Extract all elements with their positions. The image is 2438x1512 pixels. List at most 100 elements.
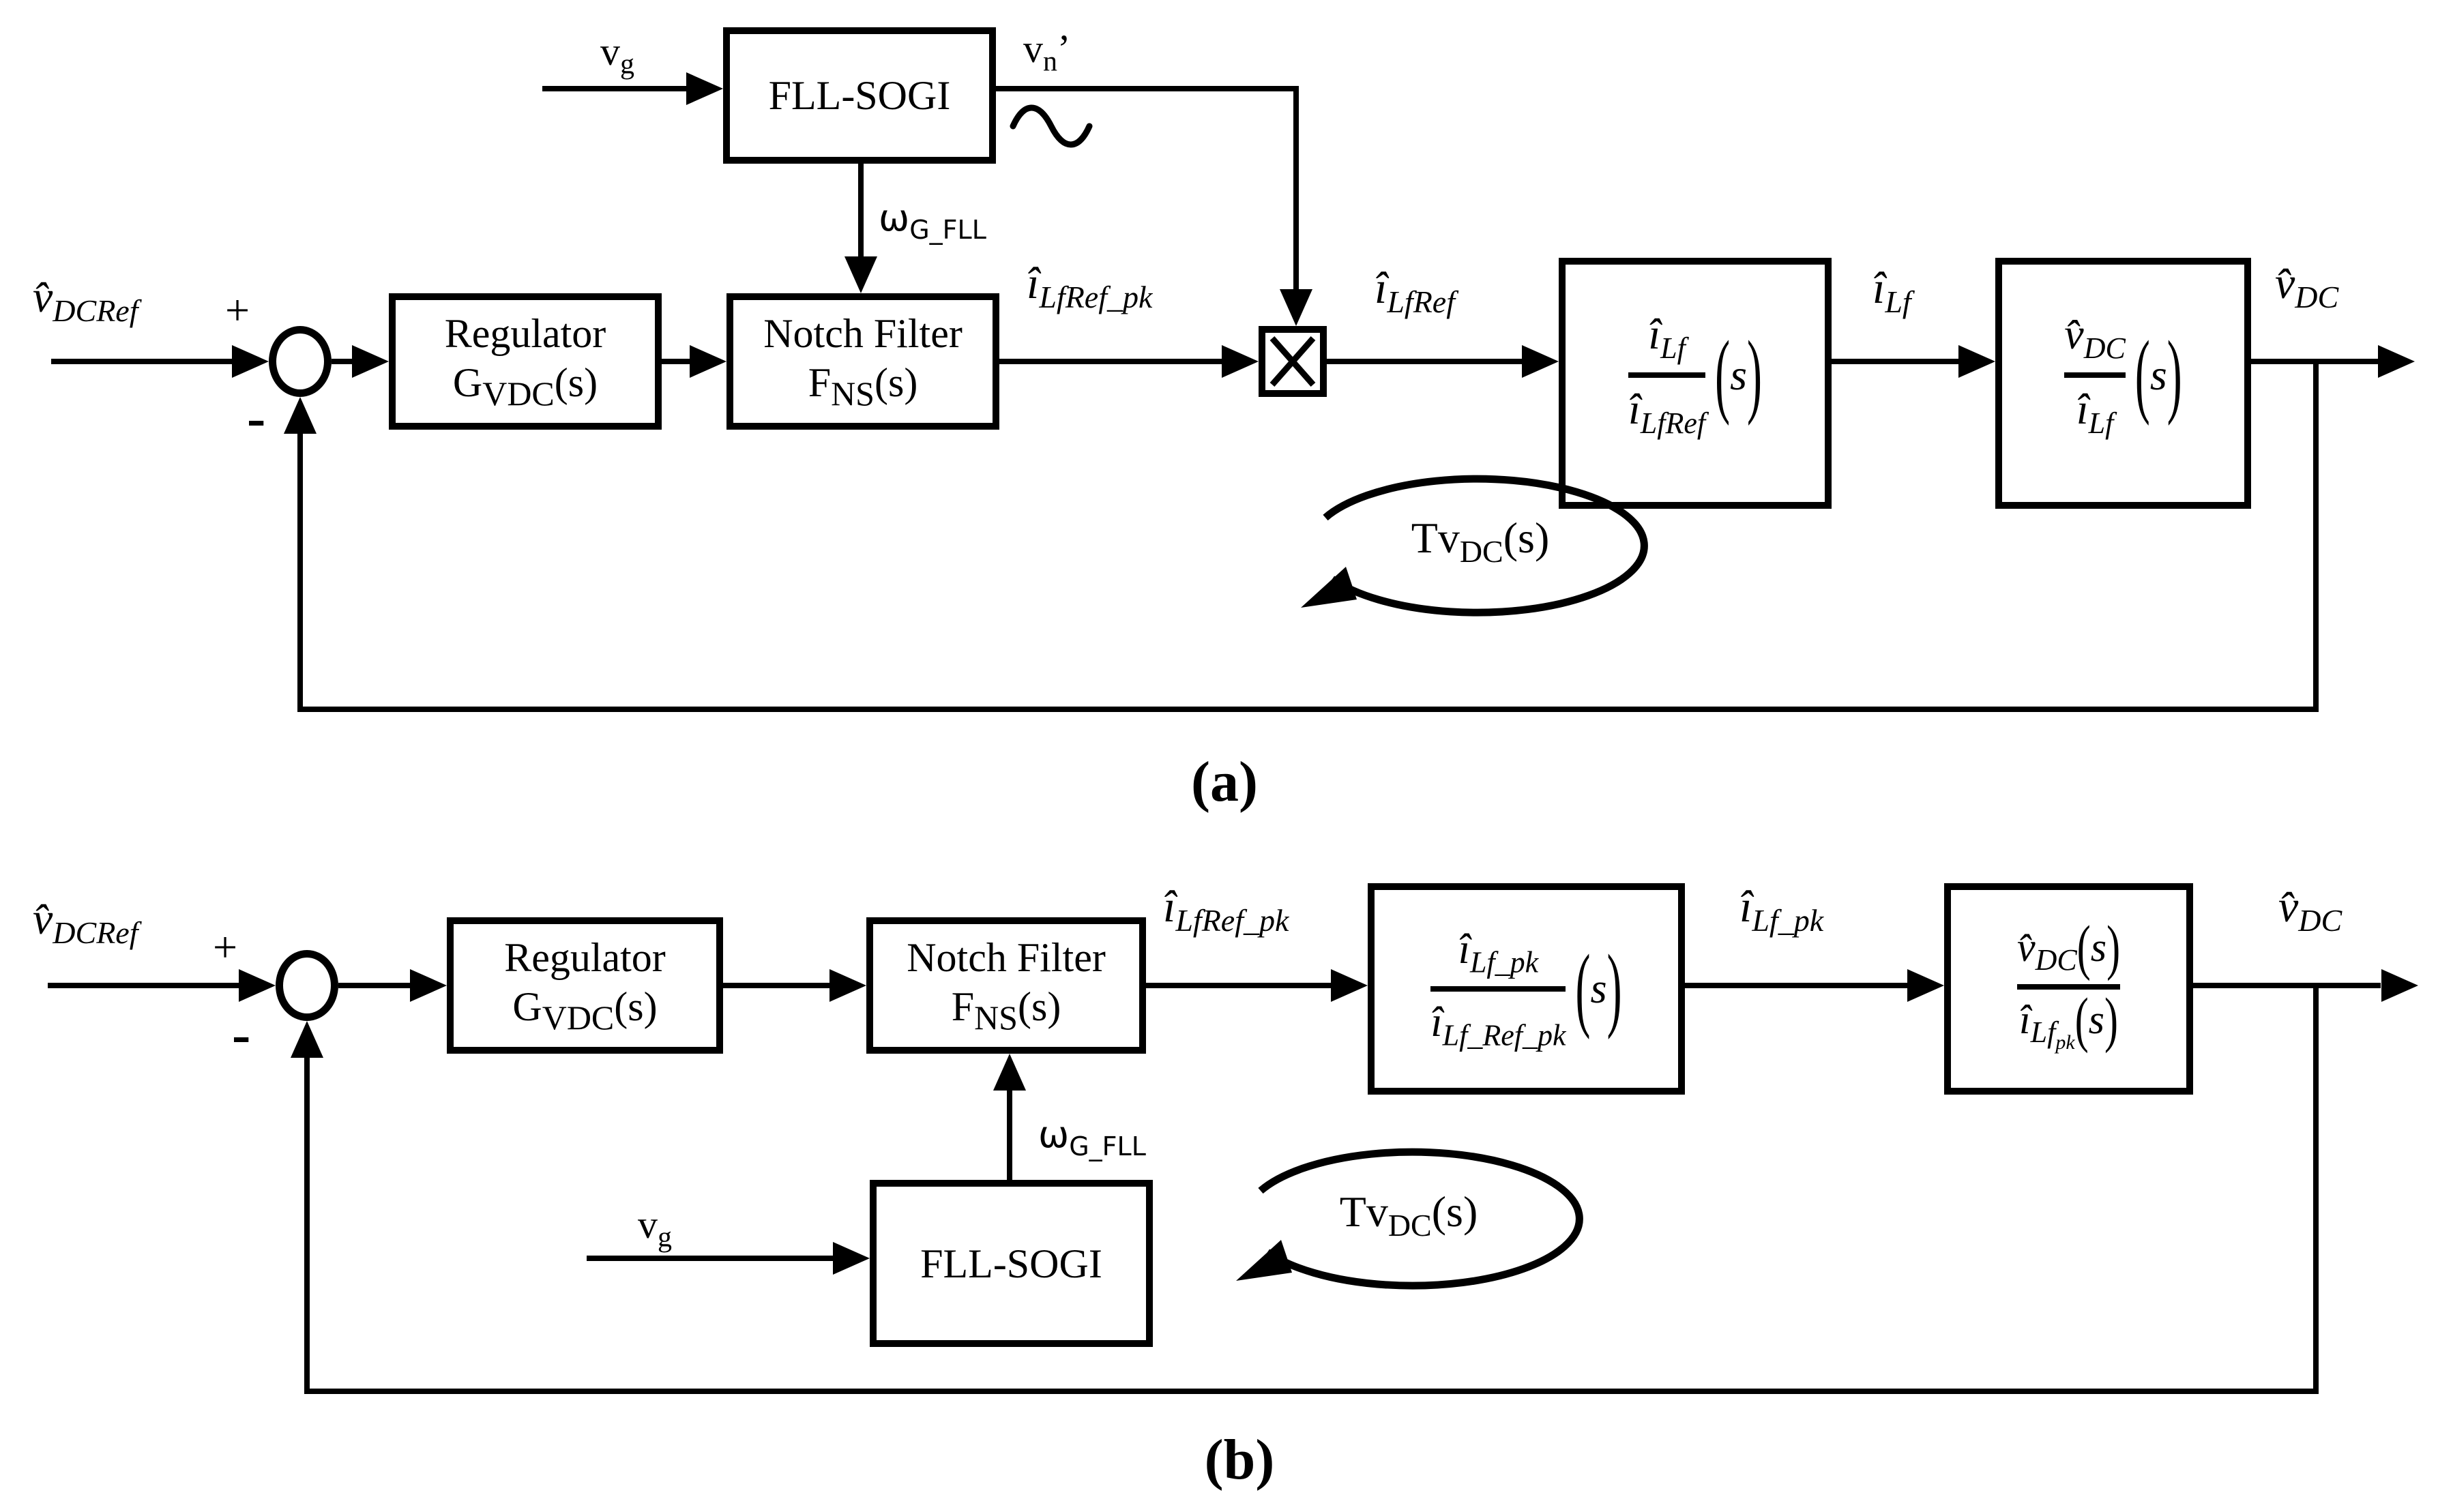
feedback-line (297, 707, 2319, 712)
ilfref-label: îLfRef (1375, 263, 1456, 320)
notch-title: Notch Filter (763, 311, 963, 356)
notch-gain: FNS(s) (808, 360, 918, 413)
loop-gain-ellipse-icon (1236, 1148, 1583, 1290)
regulator-block: Regulator GVDC(s) (447, 917, 723, 1054)
regulator-title: Regulator (504, 935, 666, 980)
flow-line (999, 359, 1224, 364)
summing-junction (276, 950, 338, 1021)
tf-block-vdc-over-ilfpk: v̂DC(s) îLfpk(s) (1944, 883, 2193, 1095)
tf1-s-arg: (s) (1715, 323, 1762, 428)
arrowhead (1331, 969, 1368, 1002)
arrowhead (1222, 345, 1259, 378)
tf1-s-arg: (s) (1575, 936, 1622, 1041)
flow-line (858, 164, 864, 259)
flow-line (51, 359, 235, 364)
multiplier-x-icon (1269, 336, 1316, 387)
arrowhead (239, 969, 276, 1002)
notch-title: Notch Filter (907, 935, 1106, 980)
arrowhead (845, 256, 877, 293)
omega-gfll-label: ωG_FLL (879, 196, 986, 245)
flow-line (1146, 983, 1334, 988)
arrowhead (1907, 969, 1944, 1002)
arrowhead (352, 345, 389, 378)
loop-gain-ellipse-icon (1301, 475, 1648, 617)
loop-gain-label: TvDC(s) (1411, 514, 1550, 569)
sum-minus-sign: - (232, 1003, 251, 1065)
arrowhead (829, 969, 866, 1002)
fll-sogi-block: FLL-SOGI (723, 27, 996, 164)
arrowhead (690, 345, 726, 378)
flow-line (1293, 86, 1299, 292)
arrowhead (2378, 345, 2415, 378)
ilfref-pk-label: îLfRef_pk (1027, 258, 1153, 315)
tf-block-ilf-over-ilfref: îLf îLfRef (s) (1559, 258, 1832, 509)
arrowhead (1280, 289, 1312, 326)
summing-junction (269, 326, 332, 397)
fraction-bar (2016, 984, 2121, 990)
sum-plus-sign: + (213, 923, 238, 971)
arrowhead (2381, 969, 2418, 1002)
regulator-block: Regulator GVDC(s) (389, 293, 662, 430)
tf2-numerator: v̂DC (2064, 310, 2126, 366)
feedback-line (297, 432, 303, 712)
vg-label: vg (638, 1202, 672, 1254)
flow-line (542, 86, 689, 91)
fraction-bar (1628, 372, 1706, 378)
vn-label: vn’ (1023, 27, 1071, 78)
tf1-numerator: îLf_pk (1458, 925, 1539, 979)
flow-line (1327, 359, 1525, 364)
caption-b: (b) (1204, 1428, 1275, 1492)
arrowhead (410, 969, 447, 1002)
flow-line (723, 983, 832, 988)
arrowhead (833, 1242, 870, 1275)
tf2-denominator: îLf (2076, 385, 2114, 440)
tf-block-vdc-over-ilf: v̂DC îLf (s) (1995, 258, 2251, 509)
fll-sogi-title: FLL-SOGI (920, 1241, 1102, 1286)
ilf-pk-label: îLf_pk (1739, 882, 1824, 938)
notch-filter-block: Notch Filter FNS(s) (866, 917, 1146, 1054)
flow-line (1007, 1089, 1012, 1183)
input-label-vdcref: v̂DCRef (33, 272, 138, 329)
loop-gain-label: TvDC(s) (1339, 1187, 1478, 1243)
vdc-output-label: v̂DC (2278, 882, 2342, 938)
notch-filter-block: Notch Filter FNS(s) (726, 293, 999, 430)
tf-block-ilfpk-over-ilfrefpk: îLf_pk îLf_Ref_pk (s) (1368, 883, 1685, 1095)
caption-a: (a) (1191, 750, 1258, 814)
feedback-line (2313, 359, 2319, 712)
tf2-numerator: v̂DC(s) (2016, 913, 2121, 981)
ilf-label: îLf (1872, 263, 1911, 320)
feedback-line (304, 1389, 2319, 1394)
sum-minus-sign: - (247, 387, 266, 449)
arrowhead (1958, 345, 1995, 378)
vg-label: vg (600, 29, 634, 80)
flow-line (662, 359, 692, 364)
flow-line (2193, 983, 2381, 988)
arrowhead (993, 1054, 1026, 1091)
sine-wave-icon (1010, 104, 1093, 148)
flow-line (48, 983, 242, 988)
arrowhead (1522, 345, 1559, 378)
notch-gain: FNS(s) (951, 984, 1061, 1037)
flow-line (1685, 983, 1910, 988)
flow-line (587, 1256, 836, 1261)
feedback-line (2313, 983, 2319, 1394)
tf2-denominator: îLfpk(s) (2018, 985, 2119, 1054)
arrowhead (284, 397, 317, 434)
flow-line (1832, 359, 1961, 364)
arrowhead (291, 1021, 323, 1058)
ilfref-pk-label: îLfRef_pk (1163, 882, 1289, 938)
flow-line (338, 983, 413, 988)
omega-gfll-label: ωG_FLL (1038, 1113, 1146, 1161)
tf2-s-arg: (s) (2134, 323, 2182, 428)
fraction-bar (1430, 986, 1566, 992)
regulator-title: Regulator (444, 311, 606, 356)
fll-sogi-title: FLL-SOGI (768, 73, 951, 118)
tf1-denominator: îLf_Ref_pk (1430, 999, 1566, 1052)
feedback-line (304, 1056, 310, 1394)
regulator-gain: GVDC(s) (512, 984, 658, 1037)
multiplier-block (1259, 326, 1327, 397)
flow-line (996, 86, 1299, 91)
fraction-bar (2064, 372, 2126, 378)
tf1-numerator: îLf (1648, 310, 1686, 366)
